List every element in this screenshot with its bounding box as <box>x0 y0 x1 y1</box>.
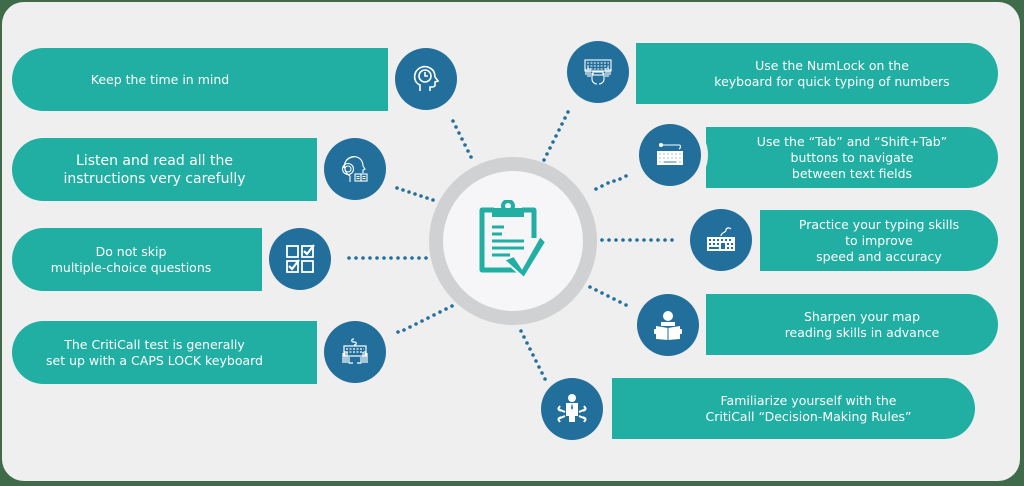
tip-text-line1: Practice your typing skills <box>798 216 960 232</box>
tip-numlock: Use the NumLock on the keyboard for quic… <box>636 43 998 104</box>
hub-center <box>443 171 583 311</box>
person-reading-icon <box>637 294 699 356</box>
tip-typing-skills: Practice your typing skills to improve s… <box>760 210 998 271</box>
tip-multiple-choice: Do not skip multiple-choice questions <box>12 228 262 291</box>
tip-text-line1: Use the NumLock on the <box>755 57 909 73</box>
headphones-reading-icon <box>324 138 386 200</box>
hands-keyboard-icon <box>324 321 386 383</box>
tip-listen-read: Listen and read all the instructions ver… <box>12 138 317 201</box>
tip-text-line1: The CritiCall test is generally <box>64 336 245 352</box>
tip-text-line1: Do not skip <box>95 243 167 259</box>
tip-text-line1: Sharpen your map <box>803 308 921 324</box>
tip-text-line2: reading skills in advance <box>784 324 940 340</box>
connector-keep-time <box>451 119 473 159</box>
tip-keep-time: Keep the time in mind <box>12 48 388 111</box>
clipboard-check-icon <box>479 200 548 280</box>
tip-text-line2: to improve <box>845 232 913 248</box>
tip-text-line1: Familiarize yourself with the <box>720 392 897 408</box>
tip-text-line1: Listen and read all the <box>76 152 233 169</box>
tip-tab-navigation: Use the “Tab” and “Shift+Tab” buttons to… <box>706 127 998 188</box>
keyboard-cable-icon <box>639 124 701 186</box>
tip-text-line2: keyboard for quick typing of numbers <box>714 73 950 89</box>
tip-map-reading: Sharpen your map reading skills in advan… <box>706 294 998 355</box>
tip-text-line3: speed and accuracy <box>816 248 942 264</box>
tip-text-line2: set up with a CAPS LOCK keyboard <box>46 352 263 368</box>
keyboard-icon <box>690 209 752 271</box>
tip-text-line3: between text fields <box>791 165 913 181</box>
tip-caps-lock: The CritiCall test is generally set up w… <box>12 321 317 384</box>
head-clock-icon <box>395 48 457 110</box>
tip-text-line2: CritiCall “Decision-Making Rules” <box>705 408 912 424</box>
tip-text-line1: Use the “Tab” and “Shift+Tab” <box>756 133 948 149</box>
tip-text-line2: instructions very carefully <box>63 170 246 187</box>
checkbox-grid-icon <box>269 228 331 290</box>
typing-hands-icon <box>567 41 629 103</box>
decision-person-icon <box>541 378 603 440</box>
tip-text-line2: multiple-choice questions <box>50 259 212 275</box>
tip-decision-rules: Familiarize yourself with the CritiCall … <box>612 378 975 439</box>
tip-text-line2: buttons to navigate <box>790 149 914 165</box>
tip-text: Keep the time in mind <box>90 71 230 87</box>
